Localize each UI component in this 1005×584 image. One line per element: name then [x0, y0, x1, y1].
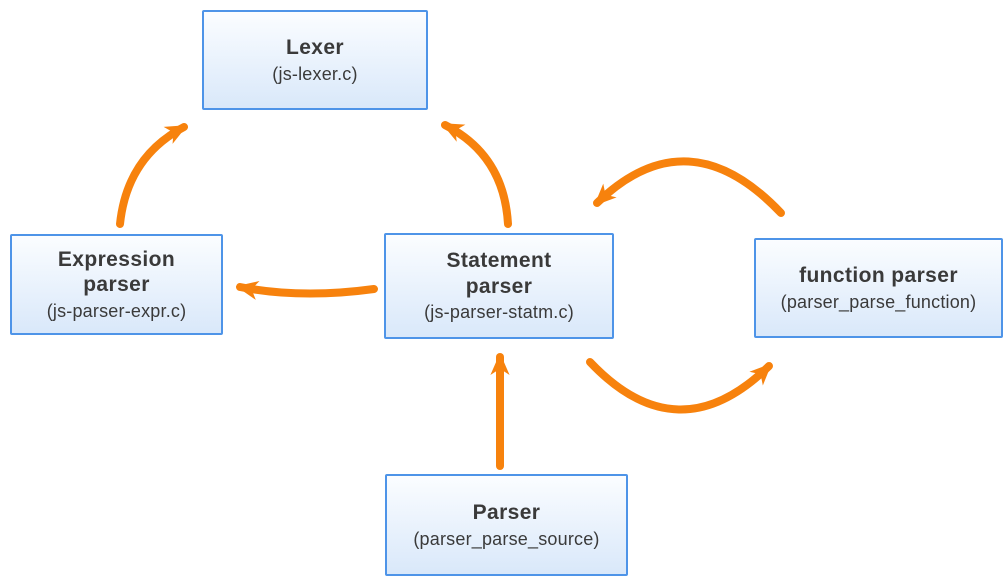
node-statement-parser: Statement parser (js-parser-statm.c): [384, 233, 614, 339]
node-expression-parser: Expression parser (js-parser-expr.c): [10, 234, 223, 335]
node-title: Parser: [472, 500, 541, 524]
edge-statement-parser-to-lexer: [441, 121, 512, 228]
node-function-parser: function parser (parser_parse_function): [754, 238, 1003, 338]
edge-function-parser-to-statement-parser: [593, 157, 785, 217]
edge-statement-parser-to-expression-parser: [236, 281, 378, 300]
node-subtitle: (parser_parse_source): [413, 528, 600, 549]
edge-statement-parser-to-function-parser: [586, 358, 773, 414]
node-subtitle: (parser_parse_function): [780, 291, 977, 312]
node-title: Lexer: [285, 35, 345, 59]
node-subtitle: (js-lexer.c): [272, 63, 358, 84]
node-title: Expression parser: [57, 247, 176, 297]
node-title: function parser: [799, 263, 958, 287]
node-subtitle: (js-parser-expr.c): [46, 300, 187, 321]
node-lexer: Lexer (js-lexer.c): [202, 10, 428, 110]
edge-expression-parser-to-lexer: [116, 123, 188, 228]
node-subtitle: (js-parser-statm.c): [424, 302, 574, 323]
node-title: Statement parser: [446, 249, 552, 298]
node-parser: Parser (parser_parse_source): [385, 474, 628, 576]
